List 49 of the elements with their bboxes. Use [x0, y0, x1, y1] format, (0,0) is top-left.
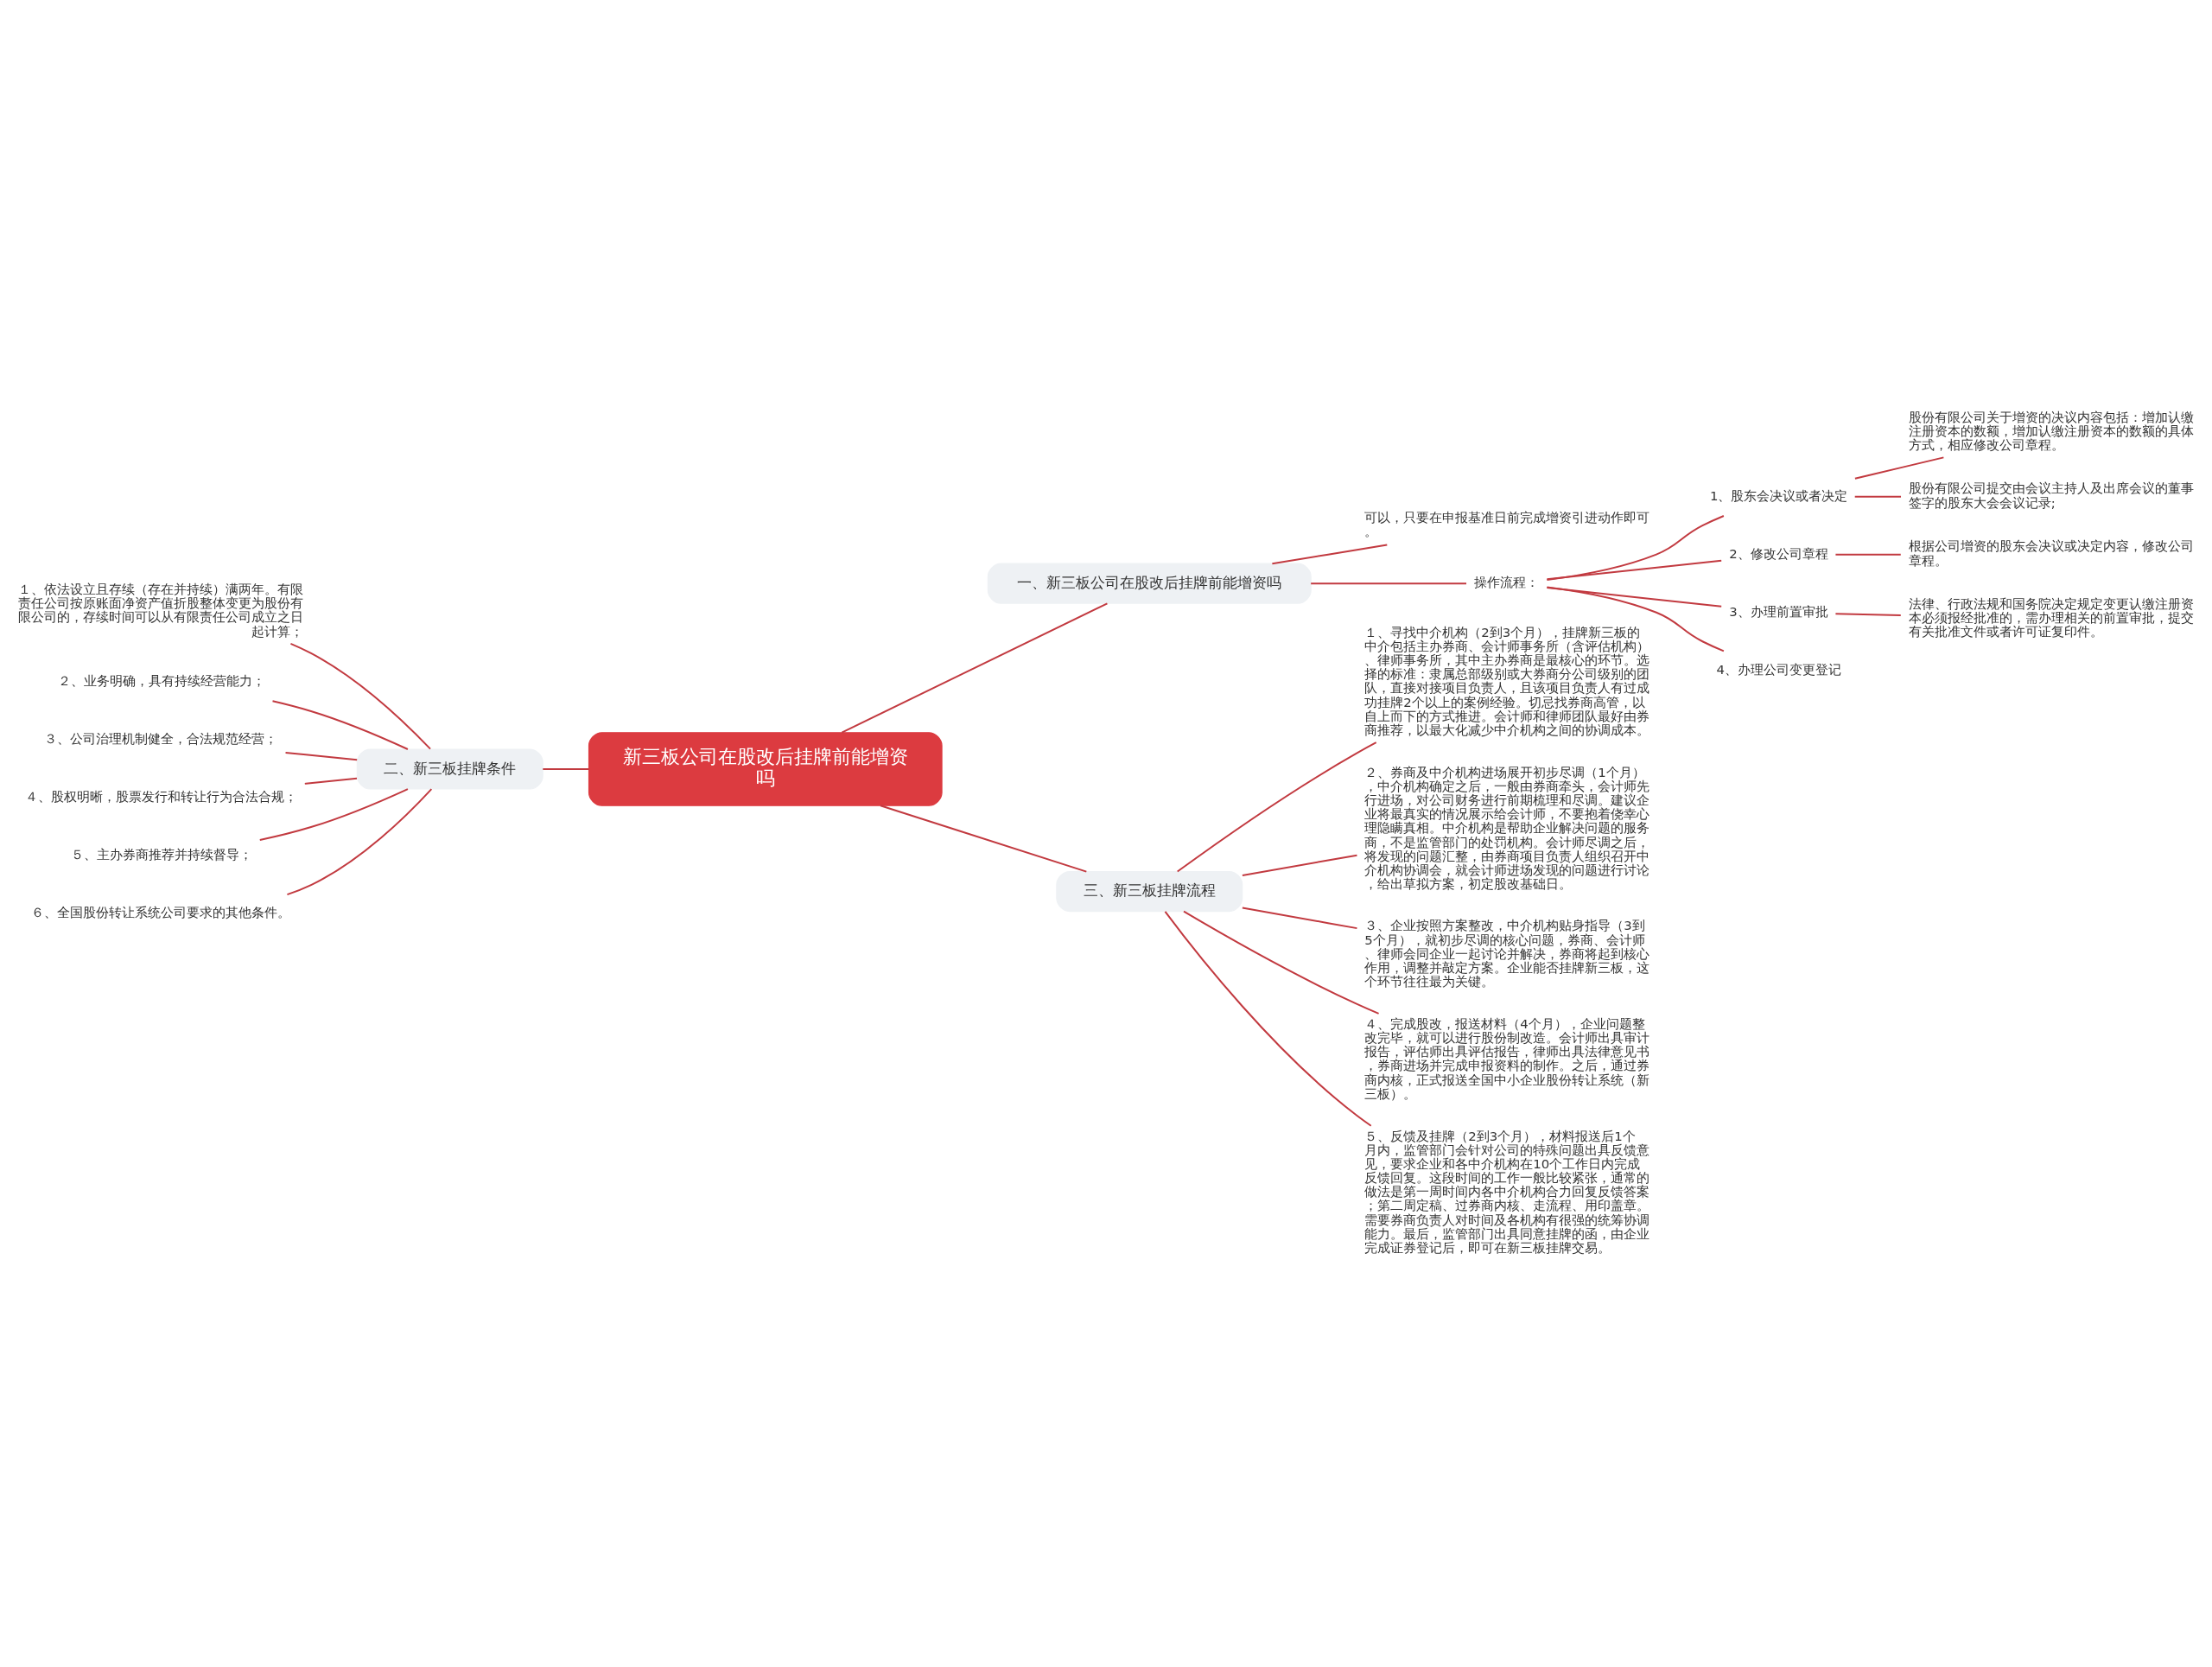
- connector: [1241, 854, 1358, 876]
- connector: [1834, 553, 1902, 556]
- node-text: 1、股东会决议或者决定: [1710, 487, 1848, 504]
- node-text: 3、办理前置审批: [1729, 603, 1828, 620]
- connector: [1310, 582, 1467, 585]
- connector: [284, 751, 359, 761]
- node-text: 可以，只要在申报基准日前完成增资引进动作即可。: [1364, 509, 1650, 540]
- connector: [1546, 586, 1725, 652]
- node-text: ５、主办券商推荐并持续督导；: [70, 847, 252, 863]
- node-box: 三、新三板挂牌流程: [1056, 870, 1243, 913]
- connector: [1164, 910, 1372, 1127]
- node-text: ２、业务明确，具有持续经营能力；: [57, 673, 265, 690]
- connector: [289, 642, 432, 750]
- node-text: ６、全国股份转让系统公司要求的其他条件。: [31, 905, 291, 921]
- node-text: ３、公司治理机制健全，合法规范经营；: [44, 731, 278, 748]
- connector: [286, 788, 433, 896]
- connector: [1241, 907, 1358, 930]
- node-text: １、依法设立且存续（存在并持续）满两年。有限责任公司按原账面净资产值折股整体变更为股份有限公司的，存续时间可以从有限责任公司成立之日起计算；: [18, 582, 304, 639]
- connector: [1546, 559, 1723, 581]
- node-text: 操作流程：: [1473, 575, 1539, 591]
- node-text: １、寻找中介机构（2到3个月），挂牌新三板的中介包括主办券商、会计师事务所（含评估机构）、律师事务所，其中主办券商是最核心的环节。选择的标准：隶属总部级别或大券商分公司级别的团队，直接对接项目负责人，且该项目负责人有过成功挂牌2个以上的案例经验。切忌找券商高管，以自上而下的方式推进。会计师和律师团队最好由券商推荐，以最大化减少中介机构之间的协调成本。: [1364, 624, 1650, 738]
- node-box: 一、新三板公司在股改后挂牌前能增资吗: [987, 563, 1312, 604]
- connector: [841, 602, 1109, 734]
- node-box: 新三板公司在股改后挂牌前能增资吗: [588, 732, 943, 806]
- connector: [1546, 587, 1723, 608]
- node-text: 根据公司增资的股东会决议或决定内容，修改公司章程。: [1908, 538, 2194, 569]
- node-text: ３、企业按照方案整改，中介机构贴身指导（3到5个月），就初步尽调的核心问题，券商、会计师、律师会同企业一起讨论并解决，券商将起到核心作用，调整并敲定方案。企业能否挂牌新三板，这个环节往往最为关键。: [1364, 918, 1650, 989]
- connector: [1176, 741, 1377, 873]
- node-text: ４、完成股改，报送材料（4个月），企业问题整改完毕，就可以进行股份制改造。会计师出具审计报告，评估师出具评估报告，律师出具法律意见书，券商进场并完成申报资料的制作。之后，通过券商内核，正式报送全国中小企业股份转让系统（新三板）。: [1364, 1015, 1650, 1102]
- connector: [303, 777, 359, 785]
- connector: [1853, 456, 1945, 480]
- node-text: 2、修改公司章程: [1729, 545, 1828, 562]
- node-text: ５、反馈及挂牌（2到3个月），材料报送后1个月内，监管部门会针对公司的特殊问题出具反馈意见，要求企业和各中介机构在10个工作日内完成反馈回复。这段时间的工作一般比较紧张，通常的做法是第一周时间内各中介机构合力回复反馈答案；第二周定稿、过券商内核、走流程、用印盖章。需要券商负责人对时间及各机构有很强的统筹协调能力。最后，监管部门出具同意挂牌的函，由企业完成证券登记后，即可在新三板挂牌交易。: [1364, 1128, 1650, 1256]
- connector: [271, 700, 409, 750]
- connector: [258, 788, 409, 842]
- node-text: 法律、行政法规和国务院决定规定变更认缴注册资本必须报经批准的，需办理相关的前置审批，提交有关批准文件或者许可证复印件。: [1908, 595, 2194, 640]
- node-text: 股份有限公司关于增资的决议内容包括：增加认缴注册资本的数额，增加认缴注册资本的数额的具体方式，相应修改公司章程。: [1908, 409, 2194, 454]
- connector: [1183, 910, 1380, 1015]
- connector: [1546, 515, 1725, 581]
- node-box: 二、新三板挂牌条件: [356, 748, 543, 790]
- connector: [542, 768, 590, 770]
- node-text: 4、办理公司变更登记: [1716, 661, 1841, 678]
- node-text: ２、券商及中介机构进场展开初步尽调（1个月），中介机构确定之后，一般由券商牵头，会计师先行进场，对公司财务进行前期梳理和尽调。建议企业将最真实的情况展示给会计师，不要抱着侥幸心理隐瞒真相。中介机构是帮助企业解决问题的服务商，不是监管部门的处罚机构。会计师尽调之后，将发现的问题汇整，由券商项目负责人组织召开中介机构协调会，就会计师进场发现的问题进行讨论，给出草拟方案，初定股改基础日。: [1364, 764, 1650, 892]
- connector: [1271, 544, 1389, 565]
- connector: [880, 805, 1088, 873]
- node-text: ４、股权明晰，股票发行和转让行为合法合规；: [24, 789, 297, 805]
- connector: [1853, 495, 1902, 498]
- connector: [1834, 613, 1902, 617]
- node-text: 股份有限公司提交由会议主持人及出席会议的董事签字的股东大会会议记录;: [1908, 480, 2194, 511]
